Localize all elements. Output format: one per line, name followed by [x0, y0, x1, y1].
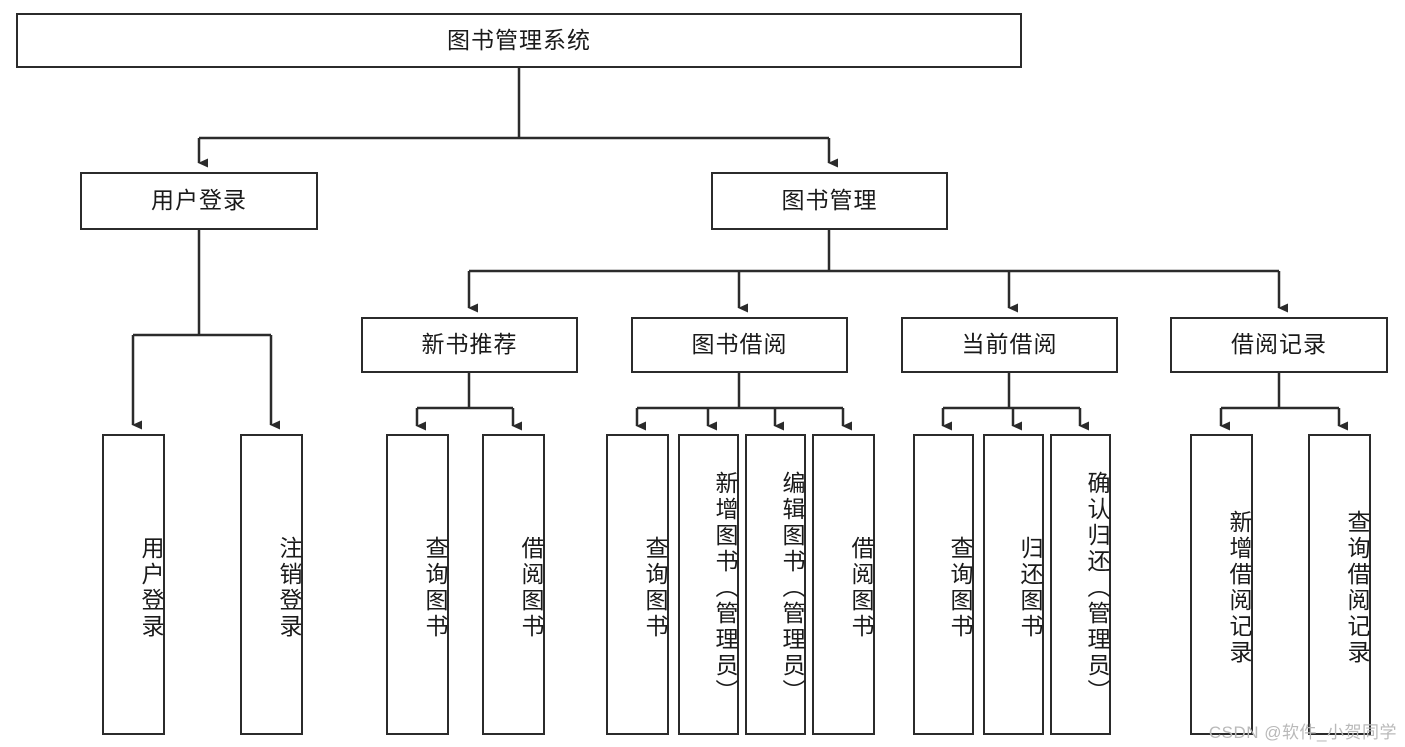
leaf-node-label: 确认归还（管理员）: [1084, 470, 1110, 705]
node-root[interactable]: 图书管理系统: [16, 13, 1022, 68]
leaf-node[interactable]: 借阅图书: [482, 434, 545, 735]
leaf-node-label: 用户登录: [138, 535, 164, 640]
leaf-node-label: 借阅图书: [518, 535, 544, 640]
node-root-label: 图书管理系统: [447, 26, 591, 53]
leaf-node-label: 归还图书: [1017, 535, 1043, 640]
node-book-borrow-label: 图书借阅: [691, 331, 788, 358]
leaf-node[interactable]: 查询图书: [386, 434, 449, 735]
leaf-node-label: 编辑图书（管理员）: [779, 470, 805, 705]
leaf-node[interactable]: 新增借阅记录: [1190, 434, 1253, 735]
node-new-book-recommend-label: 新书推荐: [421, 331, 518, 358]
leaf-node[interactable]: 查询图书: [606, 434, 669, 735]
leaf-node-label: 查询图书: [642, 535, 668, 640]
node-book-management-label: 图书管理: [781, 187, 878, 214]
node-borrow-records[interactable]: 借阅记录: [1170, 317, 1388, 373]
leaf-node[interactable]: 用户登录: [102, 434, 165, 735]
leaf-node-label: 借阅图书: [848, 535, 874, 640]
leaf-node-label: 注销登录: [276, 535, 302, 640]
node-user-login-label: 用户登录: [151, 187, 247, 214]
leaf-node[interactable]: 编辑图书（管理员）: [745, 434, 806, 735]
leaf-node-label: 新增借阅记录: [1226, 509, 1252, 666]
watermark-text: CSDN @软件_小贺同学: [1208, 723, 1397, 742]
leaf-node[interactable]: 借阅图书: [812, 434, 875, 735]
leaf-node[interactable]: 查询借阅记录: [1308, 434, 1371, 735]
leaf-node-label: 查询图书: [422, 535, 448, 640]
leaf-node-label: 查询借阅记录: [1344, 509, 1370, 666]
node-current-borrow[interactable]: 当前借阅: [901, 317, 1118, 373]
node-user-login[interactable]: 用户登录: [80, 172, 318, 230]
node-borrow-records-label: 借阅记录: [1231, 331, 1327, 358]
leaf-node[interactable]: 注销登录: [240, 434, 303, 735]
leaf-node[interactable]: 确认归还（管理员）: [1050, 434, 1111, 735]
leaf-node[interactable]: 查询图书: [913, 434, 974, 735]
node-book-management[interactable]: 图书管理: [711, 172, 948, 230]
leaf-node[interactable]: 归还图书: [983, 434, 1044, 735]
leaf-node[interactable]: 新增图书（管理员）: [678, 434, 739, 735]
leaf-node-label: 新增图书（管理员）: [712, 470, 738, 705]
node-new-book-recommend[interactable]: 新书推荐: [361, 317, 578, 373]
leaf-node-label: 查询图书: [947, 535, 973, 640]
node-book-borrow[interactable]: 图书借阅: [631, 317, 848, 373]
node-current-borrow-label: 当前借阅: [961, 331, 1058, 358]
